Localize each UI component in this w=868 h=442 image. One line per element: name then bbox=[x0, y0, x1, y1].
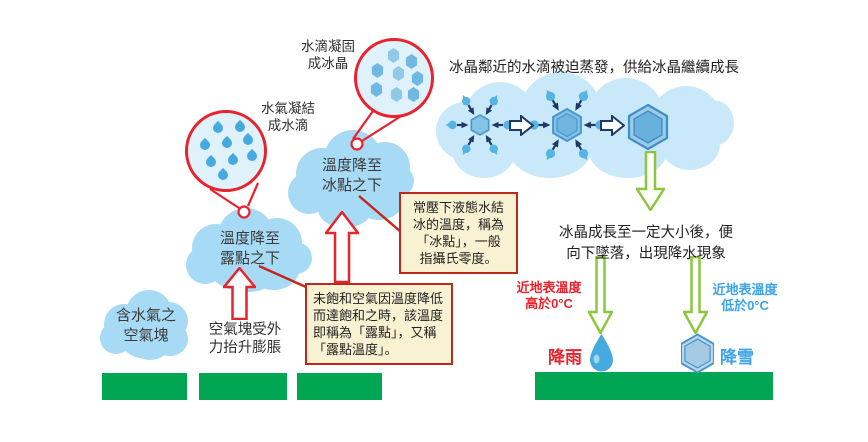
condensation-label: 水氣凝結 成水滴 bbox=[261, 101, 315, 133]
snow-crystal-icon bbox=[681, 333, 714, 374]
ice-crystal-hexagon-icon bbox=[405, 54, 418, 69]
water-drop-icon bbox=[203, 154, 219, 170]
surface-temp-above-zero-label: 近地表溫度 高於0°C bbox=[516, 280, 582, 311]
ground-block-2 bbox=[199, 373, 287, 400]
snow-fall-arrow-icon bbox=[683, 256, 708, 334]
ice-crystal-hexagon-icon bbox=[370, 82, 383, 97]
water-drop-icon bbox=[210, 120, 226, 136]
magnifier-circle-water-drops bbox=[185, 110, 267, 192]
ice-crystal-growth-stage-1 bbox=[445, 95, 515, 155]
ice-crystal-hexagon-icon bbox=[371, 63, 384, 78]
water-drop-icon bbox=[232, 119, 248, 135]
magnifier-circle-ice-crystals bbox=[354, 38, 434, 118]
rain-drop-icon bbox=[590, 334, 613, 372]
water-drop-icon bbox=[244, 148, 260, 164]
evaporation-caption: 冰晶鄰近的水滴被迫蒸發，供給冰晶繼續成長 bbox=[449, 60, 739, 76]
rain-label: 降雨 bbox=[548, 348, 582, 367]
freezing-label: 水滴凝固 成冰晶 bbox=[301, 39, 355, 71]
ground-block-4 bbox=[535, 372, 773, 400]
water-drop-icon bbox=[240, 132, 256, 148]
cloud-dew-point-label: 溫度降至 露點之下 bbox=[219, 230, 280, 267]
ice-crystal-large-icon bbox=[627, 103, 669, 151]
ice-crystal-hexagon-icon bbox=[411, 71, 424, 86]
ice-crystal-growth-stage-2 bbox=[526, 89, 608, 161]
ice-crystal-hexagon-icon bbox=[392, 66, 405, 81]
cloud-freezing-label: 溫度降至 冰點之下 bbox=[321, 157, 382, 194]
dew-point-note-box: 未飽和空氣因溫度降低 而達飽和之時，該溫度 即稱為「露點」，又稱 「露點溫度」。 bbox=[305, 283, 453, 365]
ground-block-1 bbox=[102, 373, 187, 400]
ice-crystal-inner-ring bbox=[556, 112, 578, 138]
rain-fall-arrow-icon bbox=[588, 256, 613, 334]
water-drop-icon bbox=[219, 135, 235, 151]
uplift-label: 空氣塊受外 力抬升膨脹 bbox=[208, 322, 282, 356]
surface-temp-below-zero-label: 近地表溫度 低於0°C bbox=[712, 282, 778, 313]
ground-block-3 bbox=[297, 373, 382, 400]
ice-crystal-hexagon-icon bbox=[390, 87, 403, 102]
ice-crystal-hexagon-icon bbox=[387, 48, 400, 63]
red-up-arrow-icon bbox=[223, 267, 256, 320]
growth-caption: 冰晶成長至一定大小後，便 向下墜落，出現降水現象 bbox=[559, 225, 733, 262]
freezing-point-note-box: 常壓下液態水結 冰的溫度，稱為 「冰點」，一般 指攝氏零度。 bbox=[399, 192, 518, 274]
water-drop-icon bbox=[197, 137, 213, 153]
ice-crystal-hexagon-icon bbox=[407, 87, 420, 102]
water-drop-icon bbox=[215, 167, 231, 183]
red-up-arrow-icon bbox=[325, 211, 359, 283]
navy-right-arrow-icon bbox=[509, 115, 534, 136]
navy-right-arrow-icon bbox=[600, 115, 625, 136]
cloud-moist-air bbox=[100, 288, 192, 363]
ice-crystal-hexagon-icon bbox=[470, 114, 490, 136]
green-down-arrow-icon bbox=[636, 151, 665, 211]
snow-label: 降雪 bbox=[720, 348, 754, 367]
cloud-moist-air-label: 含水氣之 空氣塊 bbox=[115, 307, 176, 344]
water-drop-icon bbox=[225, 152, 241, 168]
